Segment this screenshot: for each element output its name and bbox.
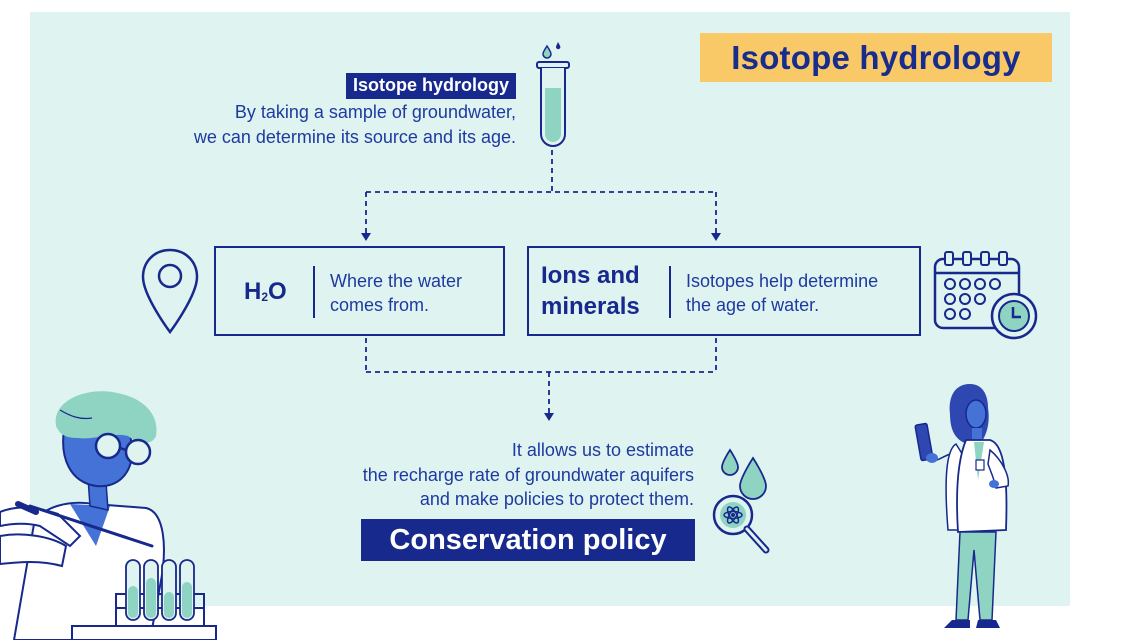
water-drops-magnifier-icon	[712, 448, 770, 554]
result-text: It allows us to estimate the recharge ra…	[362, 440, 694, 509]
intro-line-1: By taking a sample of groundwater,	[234, 102, 516, 122]
calendar-clock-icon	[933, 251, 1038, 340]
water-age-text: Isotopes help determine the age of water…	[686, 271, 879, 315]
intro-line-2: we can determine its source and its age.	[193, 127, 516, 147]
scientist-illustration-right	[914, 384, 1010, 628]
main-title: Isotope hydrology	[700, 33, 1052, 82]
test-tube-icon	[536, 42, 570, 147]
h2o-heading: H2O	[244, 278, 287, 305]
scientist-illustration-left	[0, 391, 217, 640]
location-pin-icon	[141, 248, 199, 335]
ions-minerals-heading: Ions and minerals	[541, 262, 640, 320]
intro-label: Isotope hydrology	[345, 73, 516, 99]
water-source-box: H2O Where the water comes from.	[214, 246, 505, 336]
water-age-box: Ions and minerals Isotopes help determin…	[527, 246, 921, 336]
intro-block: Isotope hydrology By taking a sample of …	[194, 73, 516, 149]
conservation-policy-label: Conservation policy	[361, 519, 695, 561]
water-source-text: Where the water comes from.	[330, 271, 463, 315]
box-divider	[313, 266, 315, 318]
box-divider	[669, 266, 671, 318]
